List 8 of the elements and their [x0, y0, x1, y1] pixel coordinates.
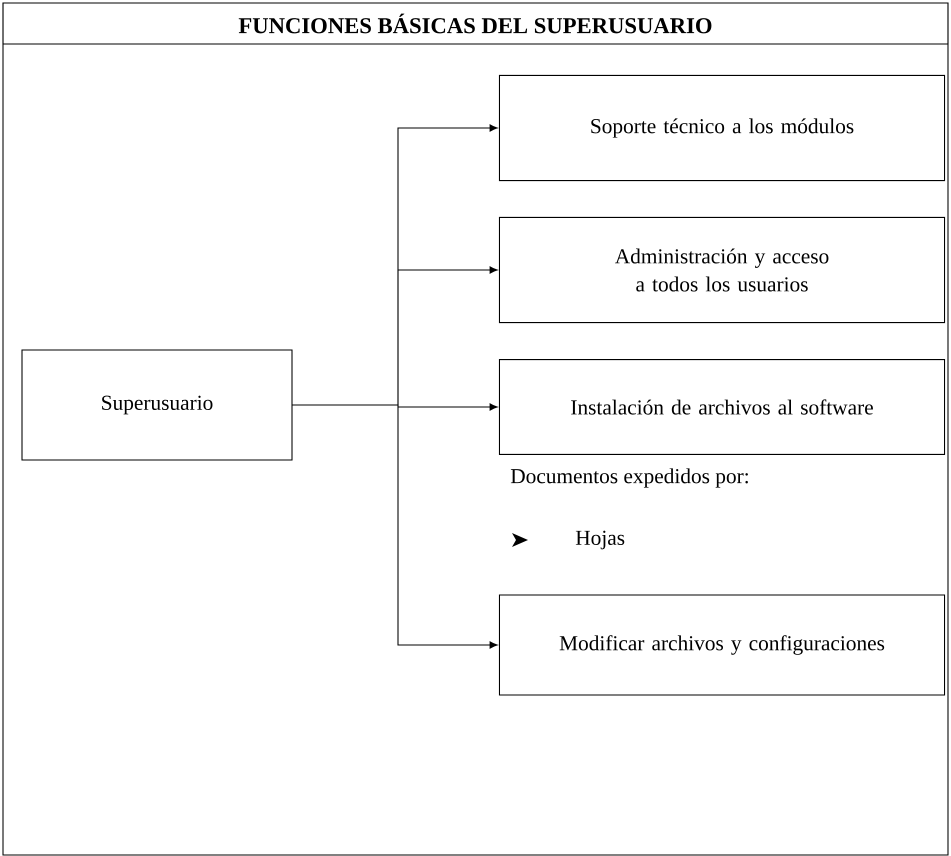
process-box: Soporte técnico a los módulos	[498, 74, 946, 182]
process-box: Instalación de archivos al software	[498, 359, 946, 455]
title-band: FUNCIONES BÁSICAS DEL SUPERUSUARIO	[2, 2, 949, 45]
list-item: Hojas	[576, 530, 624, 550]
process-box: Superusuario	[21, 349, 293, 461]
process-box: Administración y acceso a todos los usuarios	[498, 216, 946, 324]
process-box: Modificar archivos y configuraciones	[498, 594, 946, 696]
arrow	[292, 404, 498, 649]
